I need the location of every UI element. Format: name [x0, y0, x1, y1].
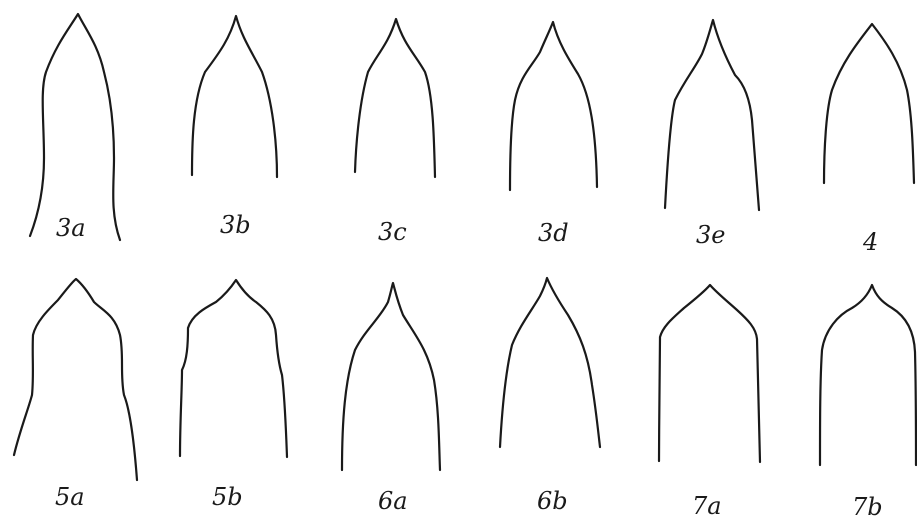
- outline-3a: [30, 14, 120, 240]
- outline-3e: [665, 20, 759, 210]
- outline-4: [824, 24, 914, 183]
- label-4: 4: [862, 228, 878, 256]
- shape-3b: 3b: [192, 16, 277, 239]
- shape-7a: 7a: [659, 285, 760, 517]
- label-3e: 3e: [696, 221, 725, 249]
- label-3a: 3a: [56, 214, 86, 242]
- shape-4: 4: [824, 24, 914, 256]
- shape-6a: 6a: [342, 283, 440, 515]
- shape-5a: 5a: [14, 279, 137, 511]
- outline-5a: [14, 279, 137, 480]
- outline-7b: [820, 285, 916, 465]
- shape-3a: 3a: [30, 14, 120, 242]
- outline-6b: [500, 278, 600, 447]
- label-3d: 3d: [538, 219, 569, 247]
- label-5b: 5b: [212, 483, 243, 511]
- outline-5b: [180, 280, 287, 457]
- outline-7a: [659, 285, 760, 462]
- label-6b: 6b: [537, 487, 568, 515]
- label-5a: 5a: [55, 483, 85, 511]
- label-3b: 3b: [220, 211, 251, 239]
- outline-3d: [510, 22, 597, 190]
- shape-3d: 3d: [510, 22, 597, 247]
- shape-3c: 3c: [355, 19, 435, 246]
- shape-5b: 5b: [180, 280, 287, 511]
- outline-3c: [355, 19, 435, 177]
- shape-6b: 6b: [500, 278, 600, 515]
- outline-3b: [192, 16, 277, 177]
- label-7b: 7b: [852, 493, 883, 517]
- shape-7b: 7b: [820, 285, 916, 517]
- label-6a: 6a: [378, 487, 408, 515]
- outline-6a: [342, 283, 440, 470]
- label-3c: 3c: [378, 218, 407, 246]
- label-7a: 7a: [692, 492, 722, 517]
- shape-3e: 3e: [665, 20, 759, 249]
